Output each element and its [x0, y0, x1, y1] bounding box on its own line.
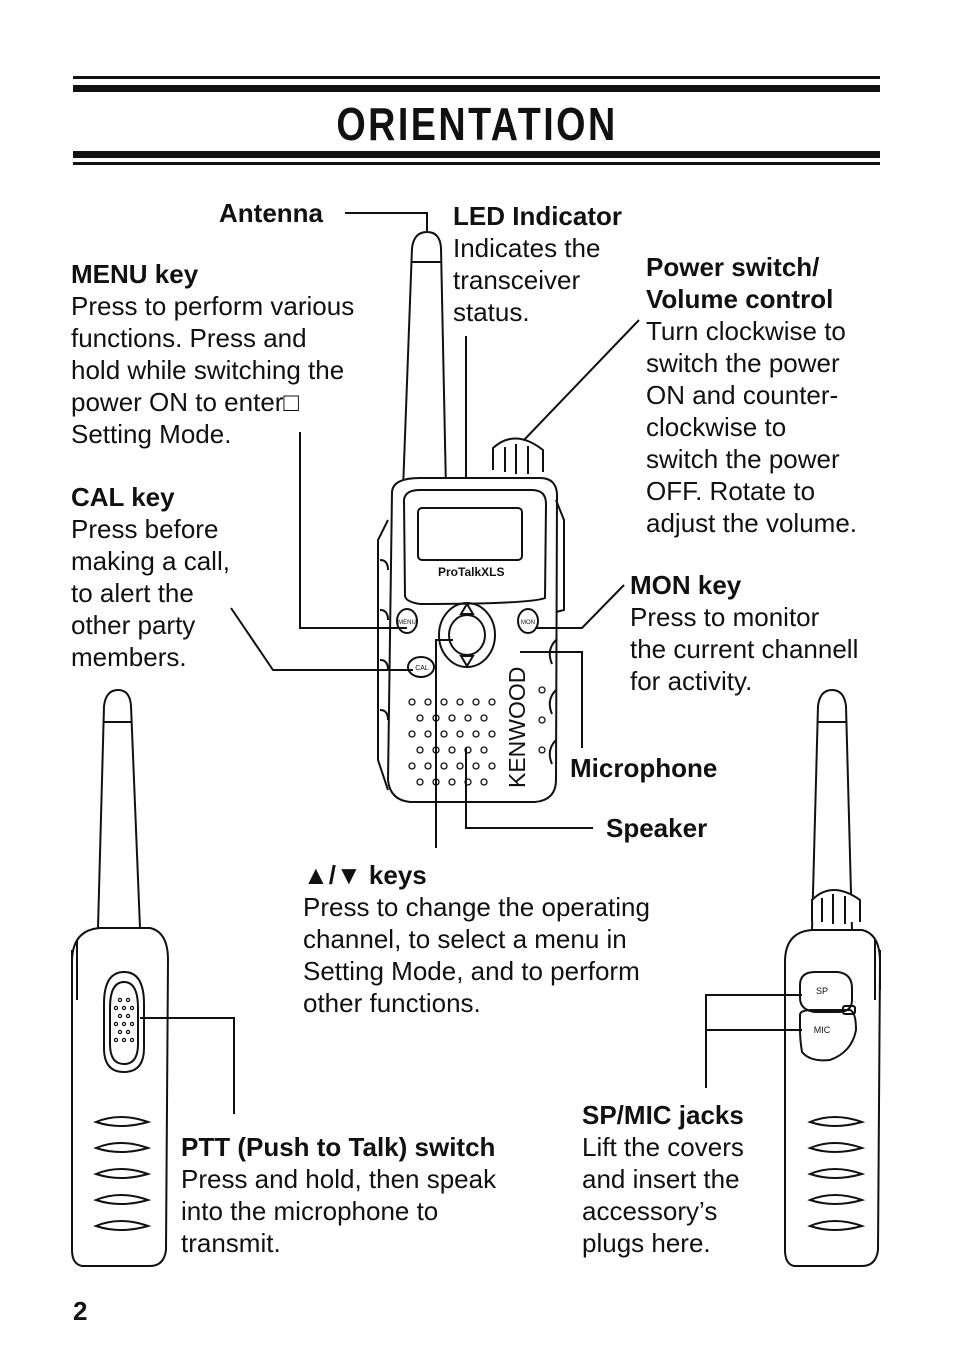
led-indicator-label: LED Indicator Indicates the transceiver …	[453, 200, 622, 328]
device-mic-jack-label: MIC	[814, 1025, 831, 1035]
mon-key-description: Press to monitor the current channell fo…	[630, 602, 859, 696]
device-cal-key-label: CAL	[415, 665, 429, 672]
led-indicator-heading: LED Indicator	[453, 201, 623, 231]
power-switch-label: Power switch/ Volume control Turn clockw…	[646, 251, 857, 539]
device-model-label: ProTalkXLS	[438, 565, 504, 579]
mon-key-label: MON key Press to monitor the current cha…	[630, 569, 858, 697]
ptt-switch-label: PTT (Push to Talk) switch Press and hold…	[181, 1131, 496, 1259]
microphone-label: Microphone	[570, 752, 717, 784]
sp-mic-jacks-label: SP/MIC jacks Lift the covers and insert …	[582, 1099, 744, 1259]
header-rule-bottom-thick	[73, 151, 880, 158]
cal-key-description: Press before making a call, to alert the…	[71, 514, 230, 672]
led-indicator-description: Indicates the transceiver status.	[453, 233, 601, 327]
up-down-keys-heading: ▲/▼ keys	[303, 860, 427, 890]
antenna-label: Antenna	[219, 197, 323, 229]
header-rule-top-thin	[73, 76, 880, 79]
up-down-keys-label: ▲/▼ keys Press to change the operating c…	[303, 859, 650, 1019]
leader-lines	[140, 212, 802, 1114]
power-switch-heading: Power switch/ Volume control	[646, 252, 834, 314]
page-number: 2	[73, 1296, 88, 1326]
device-mon-key-label: MON	[521, 620, 535, 626]
antenna-heading: Antenna	[219, 198, 323, 228]
header-rule-top-thick	[73, 85, 880, 92]
cal-key-label: CAL key Press before making a call, to a…	[71, 481, 230, 673]
menu-key-heading: MENU key	[71, 259, 199, 289]
speaker-label: Speaker	[606, 812, 707, 844]
device-brand-label: KENWOOD	[504, 667, 530, 788]
radio-left-side-illustration	[71, 688, 170, 1267]
microphone-heading: Microphone	[570, 753, 718, 783]
up-down-keys-description: Press to change the operating channel, t…	[303, 892, 650, 1018]
ptt-switch-heading: PTT (Push to Talk) switch	[181, 1132, 496, 1162]
cal-key-heading: CAL key	[71, 482, 175, 512]
mon-key-heading: MON key	[630, 570, 742, 600]
radio-right-side-illustration	[784, 688, 882, 1267]
menu-key-label: MENU key Press to perform various functi…	[71, 258, 354, 450]
header-rule-bottom-thin	[73, 162, 880, 165]
device-menu-key-label: MENU	[398, 620, 416, 626]
page-title: ORIENTATION	[336, 98, 618, 150]
menu-key-description: Press to perform various functions. Pres…	[71, 291, 355, 449]
device-sp-jack-label: SP	[816, 986, 828, 996]
ptt-switch-description: Press and hold, then speak into the micr…	[181, 1164, 497, 1258]
power-switch-description: Turn clockwise to switch the power ON an…	[646, 316, 858, 538]
sp-mic-jacks-description: Lift the covers and insert the accessory…	[582, 1132, 744, 1258]
sp-mic-jacks-heading: SP/MIC jacks	[582, 1100, 744, 1130]
speaker-heading: Speaker	[606, 813, 708, 843]
